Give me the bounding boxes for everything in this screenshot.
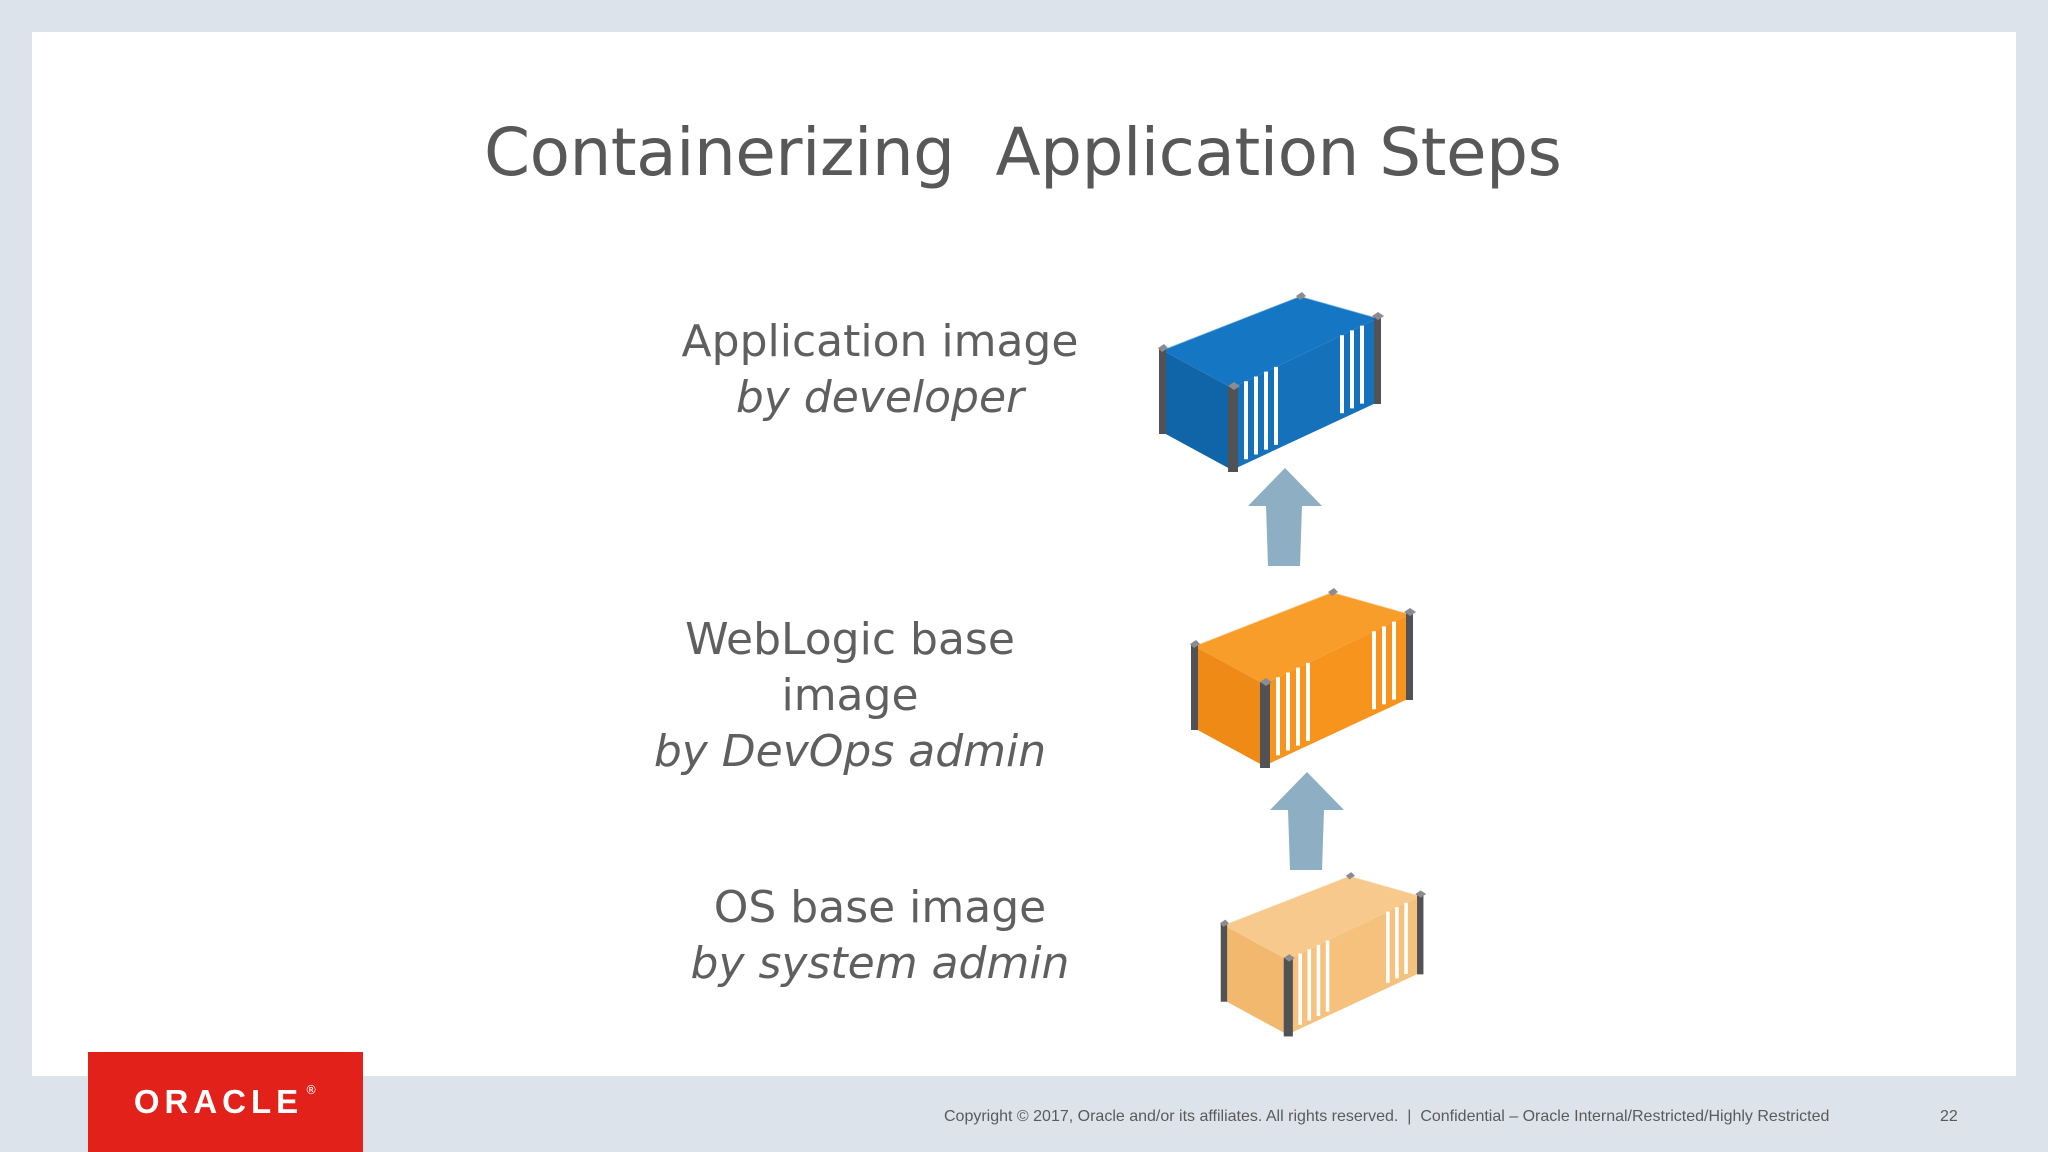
layer-owner: by developer	[735, 372, 1025, 423]
application-container-icon	[1158, 292, 1384, 472]
os-container-icon	[1219, 872, 1427, 1037]
oracle-logo-text: ORACLE	[133, 1083, 304, 1120]
layer-owner: by DevOps admin	[653, 726, 1047, 777]
layer-label-os: OS base image by system admin	[660, 880, 1100, 992]
slide-title: Containerizing Application Steps	[484, 114, 1562, 191]
layer-owner: by system admin	[690, 938, 1070, 989]
weblogic-container-icon	[1190, 588, 1416, 768]
page-number: 22	[1940, 1108, 1958, 1125]
slide-canvas	[32, 32, 2016, 1076]
arrow-up-icon-upper	[1248, 468, 1322, 566]
layer-name: OS base image	[713, 882, 1047, 933]
arrow-up-icon-lower	[1270, 772, 1344, 870]
copyright-notice: Copyright © 2017, Oracle and/or its affi…	[944, 1108, 1830, 1125]
layer-label-application: Application image by developer	[660, 314, 1100, 426]
registered-mark-icon: ®	[305, 1083, 318, 1097]
layer-name: WebLogic base image	[685, 614, 1015, 721]
oracle-logo: ORACLE®	[88, 1052, 363, 1152]
layer-label-weblogic: WebLogic base image by DevOps admin	[610, 612, 1090, 780]
layer-name: Application image	[681, 316, 1079, 367]
